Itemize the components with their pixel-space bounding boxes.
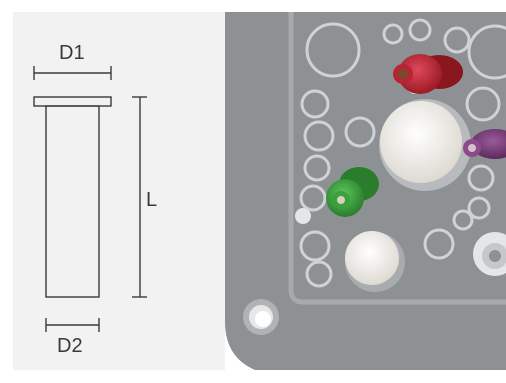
product-photo bbox=[225, 12, 506, 370]
length-dimension-line bbox=[132, 96, 147, 298]
mounting-hole bbox=[243, 299, 279, 335]
cable-entry-plate-photo bbox=[225, 12, 506, 370]
membrane-hole bbox=[482, 243, 506, 269]
d1-dimension-line bbox=[33, 66, 112, 80]
plug-white-large bbox=[379, 99, 471, 191]
plate-inner-border bbox=[288, 12, 506, 305]
knockout-holes bbox=[299, 18, 506, 288]
plug-purple bbox=[463, 129, 506, 159]
plug-flange-outline bbox=[33, 96, 112, 107]
plug-dimension-drawing bbox=[33, 66, 147, 332]
plug-green bbox=[326, 167, 379, 217]
d2-dimension-line bbox=[45, 318, 100, 332]
length-label: L bbox=[146, 189, 158, 211]
plug-shaft-outline bbox=[45, 105, 100, 298]
dimension-drawing-panel: D1 L D2 bbox=[13, 12, 225, 370]
plug-white-small bbox=[345, 231, 405, 292]
d2-label: D2 bbox=[57, 335, 83, 357]
plug-red bbox=[393, 54, 463, 94]
d1-label: D1 bbox=[59, 42, 85, 64]
